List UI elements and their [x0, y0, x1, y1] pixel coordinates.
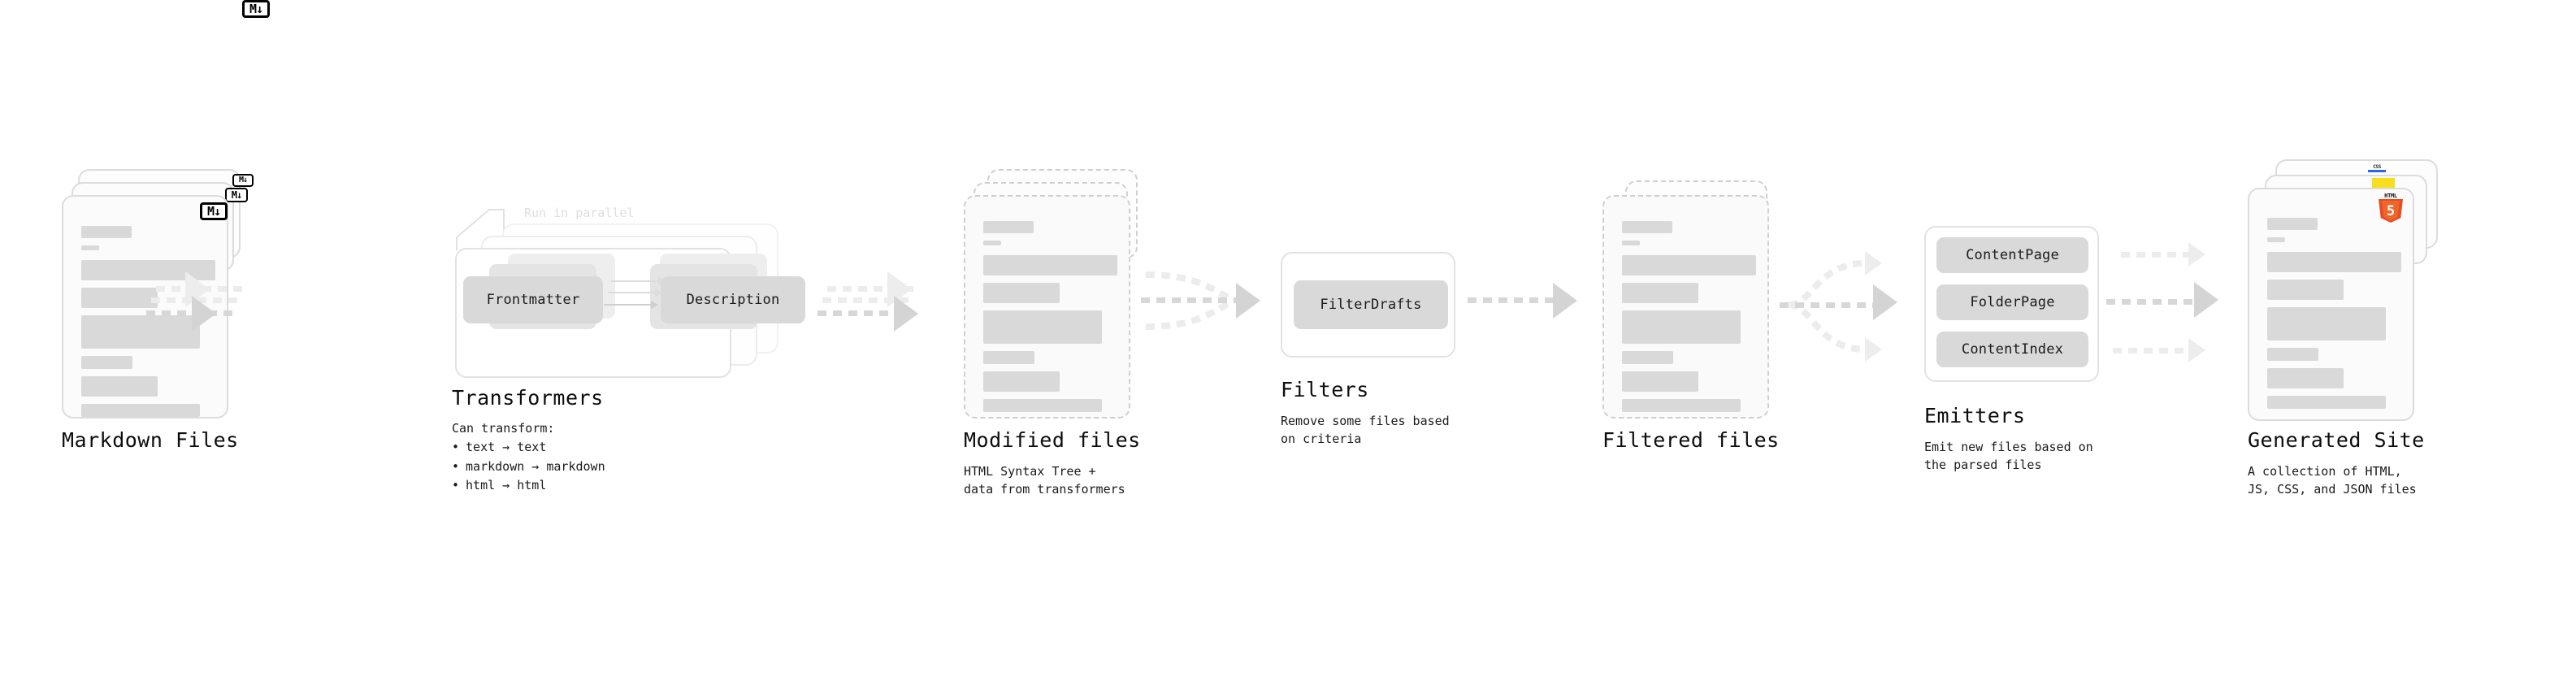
stage-generated-site: CSS HTML 5 Generated Site A collection o… — [0, 0, 2438, 681]
transformers-capabilities-head: Can transform: — [452, 421, 555, 436]
stage-title-markdown-files: Markdown Files — [62, 428, 239, 452]
parallel-bracket — [456, 209, 505, 250]
filter-chip-filterdrafts[interactable]: FilterDrafts — [1294, 280, 1448, 329]
transformers-capabilities: Can transform: text → text markdown → ma… — [452, 419, 605, 495]
js-icon — [2372, 178, 2395, 189]
stage-title-generated-site: Generated Site — [2248, 428, 2425, 452]
stage-transformers: Run in parallel Frontmatter Description … — [0, 0, 805, 681]
markdown-icon-back: M↓ — [232, 174, 254, 187]
markdown-icon-mid: M↓ — [225, 188, 248, 202]
stage-title-transformers: Transformers — [452, 386, 604, 410]
markdown-icon-front: M↓ — [200, 202, 228, 220]
stage-desc-modified-files: HTML Syntax Tree + data from transformer… — [964, 464, 1125, 497]
stage-emitters: ContentPage FolderPage ContentIndex Emit… — [0, 0, 2099, 681]
parallel-note: Run in parallel — [524, 206, 635, 220]
stage-desc-emitters: Emit new files based on the parsed files — [1924, 440, 2093, 472]
filtered-placeholder-lines — [1622, 221, 1756, 419]
emitter-chip-contentindex[interactable]: ContentIndex — [1936, 332, 2088, 367]
stage-filters: FilterDrafts Filters Remove some files b… — [0, 0, 1455, 681]
stage-title-filters: Filters — [1281, 378, 1369, 401]
transformers-bullet-1: text → text — [452, 438, 605, 457]
transformer-inner-arrow-1 — [611, 277, 666, 285]
site-placeholder-lines — [2267, 218, 2401, 416]
transformers-bullet-2: markdown → markdown — [452, 458, 605, 476]
emitter-chip-folderpage[interactable]: FolderPage — [1936, 284, 2088, 320]
transformers-bullet-3: html → html — [452, 476, 605, 495]
stage-desc-filters: Remove some files based on criteria — [1281, 414, 1450, 446]
html5-icon-inner — [2382, 201, 2400, 221]
transformer-inner-arrow-3 — [604, 301, 658, 309]
stage-title-emitters: Emitters — [1924, 404, 2026, 427]
stage-desc-generated-site: A collection of HTML, JS, CSS, and JSON … — [2248, 464, 2417, 497]
stage-filtered-files: Filtered files — [0, 0, 1779, 681]
css-icon: CSS — [2368, 164, 2386, 172]
stage-title-modified-files: Modified files — [964, 428, 1141, 452]
modified-placeholder-lines — [983, 221, 1117, 419]
transformer-inner-arrow-2 — [608, 288, 662, 297]
html5-icon-number: 5 — [2386, 203, 2396, 219]
transformer-chip-description[interactable]: Description — [661, 276, 805, 323]
markdown-icon: M↓ — [242, 0, 270, 18]
transformer-chip-frontmatter[interactable]: Frontmatter — [463, 276, 603, 323]
stage-modified-files: Modified files HTML Syntax Tree + data f… — [0, 0, 1140, 681]
html5-icon: HTML 5 — [2379, 193, 2403, 223]
emitter-chip-contentpage[interactable]: ContentPage — [1936, 237, 2088, 273]
stage-title-filtered-files: Filtered files — [1602, 428, 1780, 452]
markdown-placeholder-lines — [81, 226, 215, 424]
html5-icon-label: HTML — [2384, 193, 2397, 199]
stage-markdown-files: M↓ M↓ M↓ M↓ Markdown Files — [0, 0, 341, 681]
